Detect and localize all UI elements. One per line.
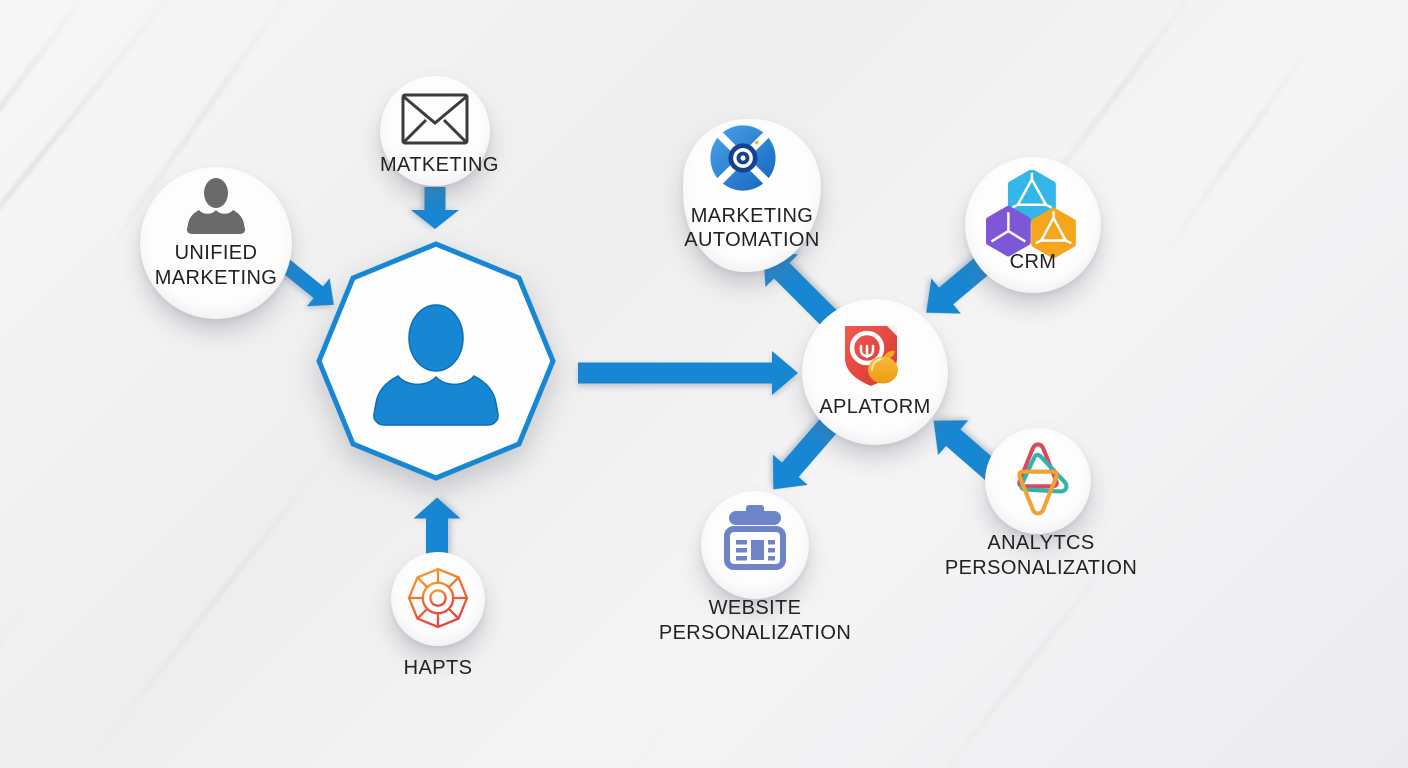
node-label: AUTOMATION: [684, 229, 820, 251]
node-matketing: MATKETING: [380, 76, 499, 186]
node-customer-hub: [316, 241, 556, 481]
arrow-hapts-to-hub: [413, 497, 461, 556]
three-polygons-icon: [986, 170, 1076, 259]
arrow-aplatorm-to-website-personalization: [772, 415, 840, 490]
node-label: UNIFIED: [174, 242, 258, 264]
node-aplatorm: APLATORM: [802, 299, 948, 445]
node-label: MARKETING: [690, 205, 814, 227]
node-hapts-label: HAPTS: [403, 657, 473, 679]
node-label: APLATORM: [819, 396, 931, 418]
marble-vein: [0, 0, 97, 326]
arrow-unified-marketing-to-hub: [276, 256, 334, 307]
marble-vein: [494, 690, 692, 768]
marble-vein: [1158, 30, 1322, 262]
node-analytics-personalization: [985, 428, 1091, 534]
shield-apple-icon: [845, 326, 898, 386]
envelope-icon: [401, 93, 469, 145]
triangle-orbit-icon: [1017, 442, 1069, 516]
shutter-target-icon: [710, 125, 776, 191]
marble-vein: [0, 600, 32, 768]
node-label: CRM: [1009, 251, 1057, 273]
node-website-personalization: [701, 491, 809, 599]
node-label: MATKETING: [380, 154, 499, 176]
node-hapts: [391, 552, 485, 646]
node-crm: CRM: [965, 157, 1101, 293]
arrow-aplatorm-to-marketing-automation: [763, 252, 842, 331]
arrow-matketing-to-hub: [411, 187, 459, 229]
browser-panel-icon: [724, 505, 786, 570]
person-icon: [373, 304, 499, 426]
web-target-icon: [407, 567, 469, 629]
arrow-hub-to-aplatorm: [578, 351, 798, 395]
node-website-personalization-label: WEBSITE PERSONALIZATION: [658, 597, 852, 644]
person-icon: [186, 178, 246, 234]
node-unified-marketing: UNIFIED MARKETING: [140, 167, 292, 319]
node-marketing-automation: MARKETING AUTOMATION: [683, 119, 821, 272]
node-label: MARKETING: [154, 267, 278, 289]
node-analytics-personalization-label: ANALYTCS PERSONALIZATION: [944, 532, 1138, 579]
